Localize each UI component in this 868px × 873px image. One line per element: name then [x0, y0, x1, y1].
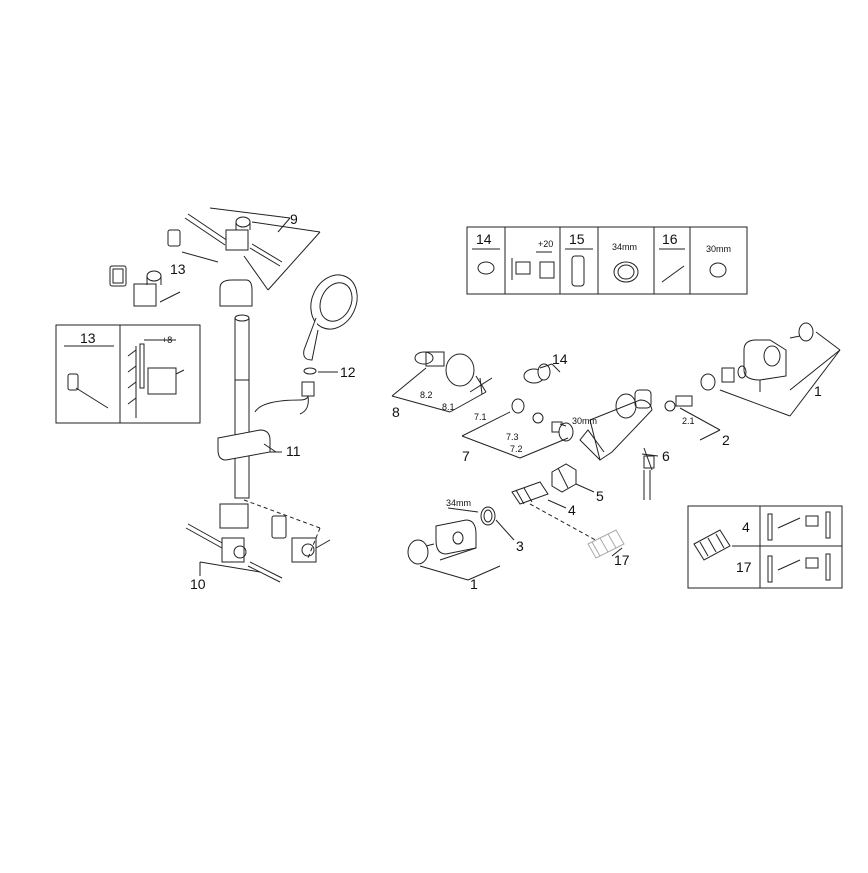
- callout-11: 11: [286, 443, 301, 459]
- nut-5: [551, 463, 577, 493]
- slide-rail: [219, 279, 253, 529]
- callout-14: 14: [552, 351, 568, 367]
- callout-3: 3: [516, 538, 524, 554]
- cartridge-2: [664, 365, 747, 441]
- callout-7-1: 7.1: [474, 412, 487, 422]
- callout-6: 6: [662, 448, 670, 464]
- callout-7: 7: [462, 448, 470, 464]
- tools-15-number: 15: [569, 231, 585, 247]
- callout-8-1: 8.1: [442, 402, 455, 412]
- callout-34mm: 34mm: [446, 498, 471, 508]
- callout-12: 12: [340, 364, 356, 380]
- slider-holder-11: [217, 391, 309, 461]
- hand-shower-12: [299, 274, 358, 415]
- callout-2-1: 2.1: [682, 416, 695, 426]
- callout-7-3: 7.3: [506, 432, 519, 442]
- tools-table: [466, 226, 748, 295]
- mixer-body: [579, 389, 655, 500]
- inset-valves-17: 17: [736, 559, 752, 575]
- inset-13-number: 13: [80, 330, 96, 346]
- callout-30mm: 30mm: [572, 416, 597, 426]
- callout-17: 17: [614, 552, 630, 568]
- handle-1-bottom: [407, 519, 501, 581]
- inset-13-dimension: +8: [162, 335, 172, 345]
- inset-13: [55, 324, 201, 424]
- callout-4: 4: [568, 502, 576, 518]
- connector-17: [587, 529, 625, 559]
- ring-3: [480, 506, 496, 526]
- bottom-wall-brackets-10: [185, 499, 331, 583]
- tools-14-number: 14: [476, 231, 492, 247]
- callout-5: 5: [596, 488, 604, 504]
- connection-kit-7: [461, 398, 574, 459]
- cap-14: [523, 363, 553, 384]
- callout-10: 10: [190, 576, 206, 592]
- top-wall-bracket-9: [167, 207, 321, 291]
- tools-15-dimension: 34mm: [612, 242, 637, 252]
- inset-valves-4: 4: [742, 519, 750, 535]
- inset-valves: [687, 505, 843, 589]
- escutcheon-8: [391, 351, 493, 413]
- connector-4: [511, 481, 611, 549]
- callout-9: 9: [290, 211, 298, 227]
- tools-16-number: 16: [662, 231, 678, 247]
- thermostat-handle-1-top: [719, 322, 841, 417]
- callout-2: 2: [722, 432, 730, 448]
- callout-7-2: 7.2: [510, 444, 523, 454]
- tools-16-dimension: 30mm: [706, 244, 731, 254]
- second-wall-bracket: [109, 265, 181, 307]
- callout-1-bottom: 1: [470, 576, 478, 592]
- callout-13: 13: [170, 261, 186, 277]
- tools-14-dimension: +20: [538, 239, 553, 249]
- callout-8: 8: [392, 404, 400, 420]
- callout-1-top: 1: [814, 383, 822, 399]
- leader-lines: [270, 363, 659, 557]
- callout-8-2: 8.2: [420, 390, 433, 400]
